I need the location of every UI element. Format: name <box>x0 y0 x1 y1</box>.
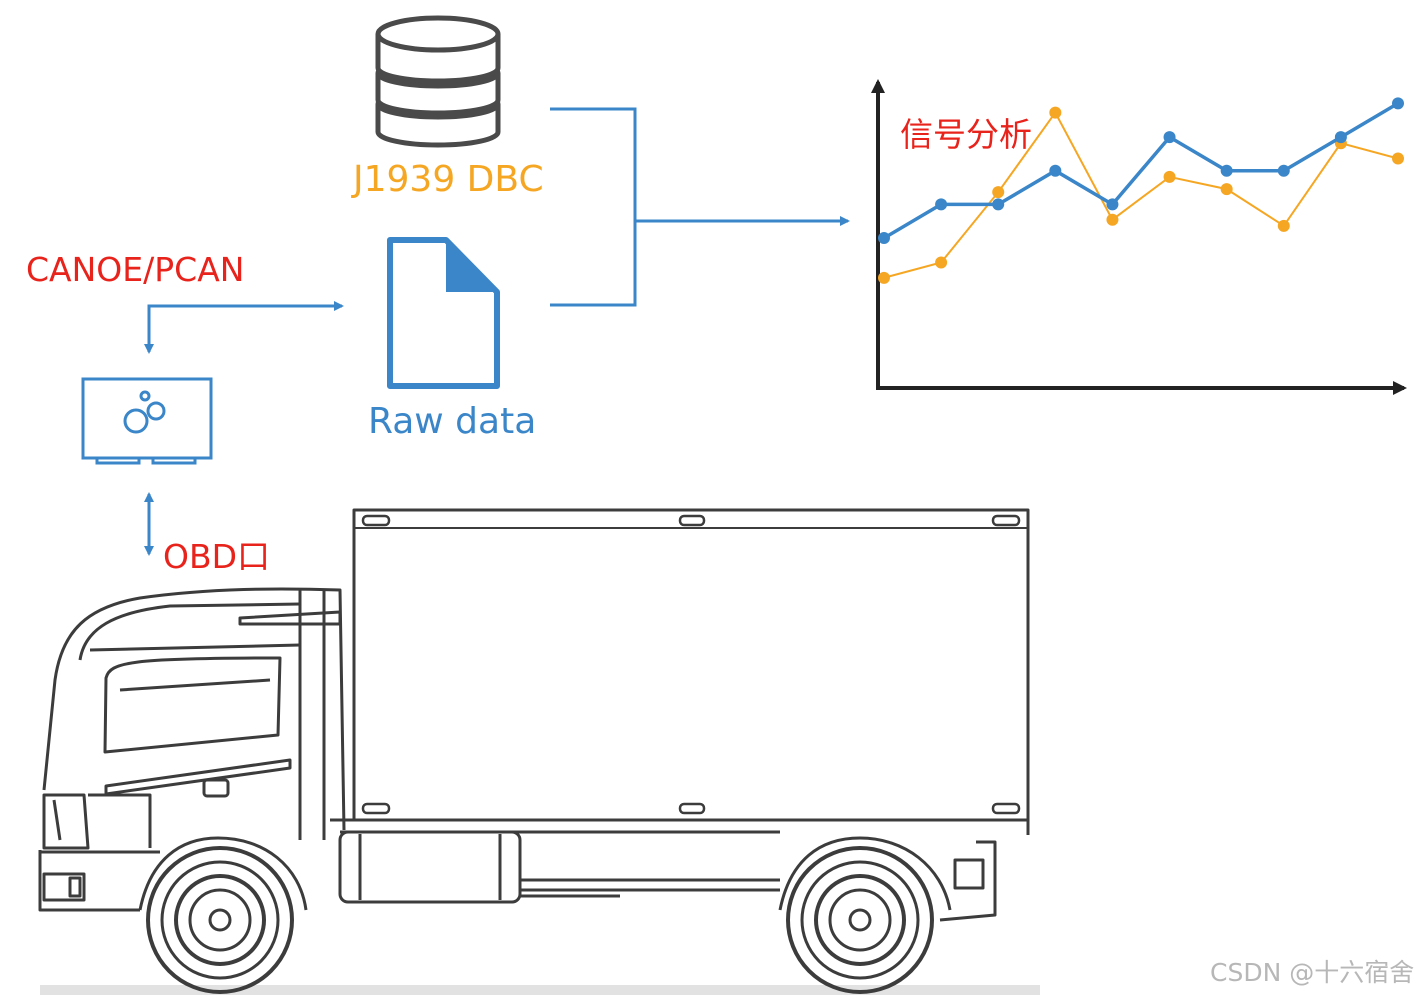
series-0-point <box>878 232 890 245</box>
series-0-point <box>1277 164 1290 177</box>
series-0-point <box>1049 164 1062 177</box>
database-icon <box>375 15 501 148</box>
dbc-label: J1939 DBC <box>353 159 544 200</box>
series-1-point <box>1163 170 1176 183</box>
series-1-point <box>1049 106 1062 119</box>
series-1-point <box>878 271 890 284</box>
series-1-point <box>1220 183 1233 196</box>
series-line-0 <box>883 101 1399 240</box>
series-1-point <box>1106 213 1119 226</box>
series-0-point <box>1334 131 1347 144</box>
file-icon <box>387 237 500 389</box>
connector-lines <box>144 107 850 556</box>
series-0-point <box>1106 198 1119 211</box>
series-0-point <box>992 198 1005 211</box>
series-0-point <box>1163 131 1176 144</box>
series-line-1 <box>883 110 1399 279</box>
raw-data-label: Raw data <box>368 401 537 442</box>
chart-title: 信号分析 <box>900 115 1032 154</box>
series-0-point <box>1392 97 1404 110</box>
truck-illustration <box>38 508 1040 995</box>
series-1-point <box>1392 152 1404 165</box>
series-0-point <box>1220 164 1233 177</box>
can-tool-label: CANOE/PCAN <box>26 250 245 289</box>
series-1-point <box>992 186 1005 199</box>
series-1-point <box>1277 219 1290 232</box>
watermark: CSDN @十六宿舍 <box>1210 958 1415 987</box>
can-device-icon <box>81 377 213 465</box>
series-1-point <box>935 256 948 269</box>
chart-axes <box>871 79 1407 395</box>
chart-series <box>878 97 1404 284</box>
obd-port-label: OBD口 <box>163 537 271 576</box>
series-0-point <box>935 198 948 211</box>
